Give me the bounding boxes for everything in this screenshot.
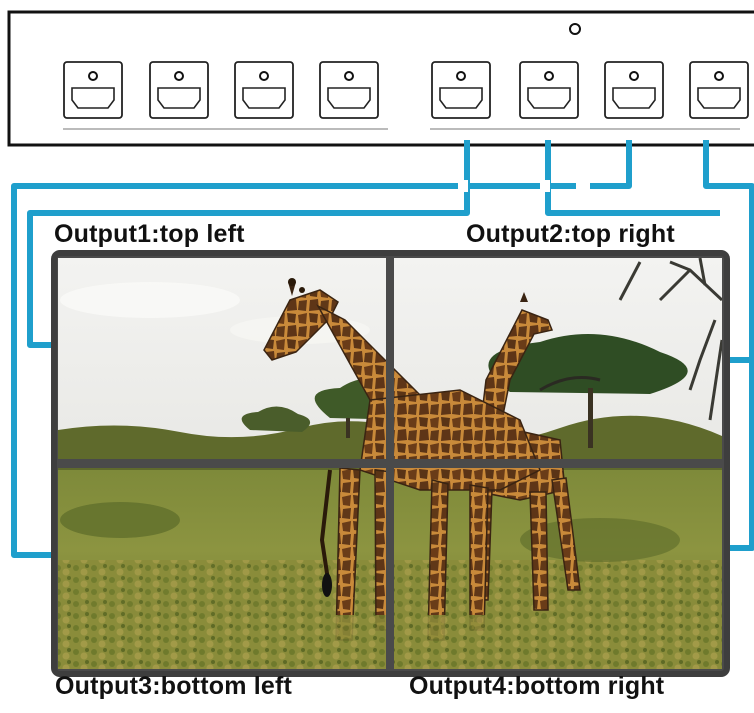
cable-output4-lower xyxy=(726,360,754,551)
cable-output2 xyxy=(545,140,720,216)
cable-output4 xyxy=(703,140,754,363)
hdmi-connector-icon xyxy=(439,87,483,109)
hdmi-connector-icon xyxy=(157,87,201,109)
power-led-icon xyxy=(569,23,581,35)
output-port-4 xyxy=(689,61,749,119)
input-port-3 xyxy=(234,61,294,119)
port-led-icon xyxy=(714,71,724,81)
hdmi-ports xyxy=(63,61,749,119)
cable-output3 xyxy=(11,140,632,558)
port-led-icon xyxy=(456,71,466,81)
bezel-horizontal-seam xyxy=(54,459,727,468)
input-port-4 xyxy=(319,61,379,119)
port-led-icon xyxy=(629,71,639,81)
hdmi-connector-icon xyxy=(242,87,286,109)
input-port-2 xyxy=(149,61,209,119)
output-port-2 xyxy=(519,61,579,119)
hdmi-connector-icon xyxy=(697,87,741,109)
output4-label: Output4:bottom right xyxy=(409,672,665,700)
output2-label: Output2:top right xyxy=(466,220,675,248)
video-wall xyxy=(51,250,730,677)
cable-crossover-gaps xyxy=(458,180,590,192)
output3-label: Output3:bottom left xyxy=(55,672,293,700)
output-port-1 xyxy=(431,61,491,119)
port-led-icon xyxy=(88,71,98,81)
hdmi-connector-icon xyxy=(527,87,571,109)
output1-label: Output1:top left xyxy=(54,220,245,248)
hdmi-connector-icon xyxy=(327,87,371,109)
hdmi-connector-icon xyxy=(71,87,115,109)
output-port-3 xyxy=(604,61,664,119)
bezel-outer xyxy=(51,250,730,677)
input-port-1 xyxy=(63,61,123,119)
port-led-icon xyxy=(344,71,354,81)
hdmi-connector-icon xyxy=(612,87,656,109)
port-led-icon xyxy=(259,71,269,81)
port-led-icon xyxy=(544,71,554,81)
port-led-icon xyxy=(174,71,184,81)
cables xyxy=(11,140,754,558)
